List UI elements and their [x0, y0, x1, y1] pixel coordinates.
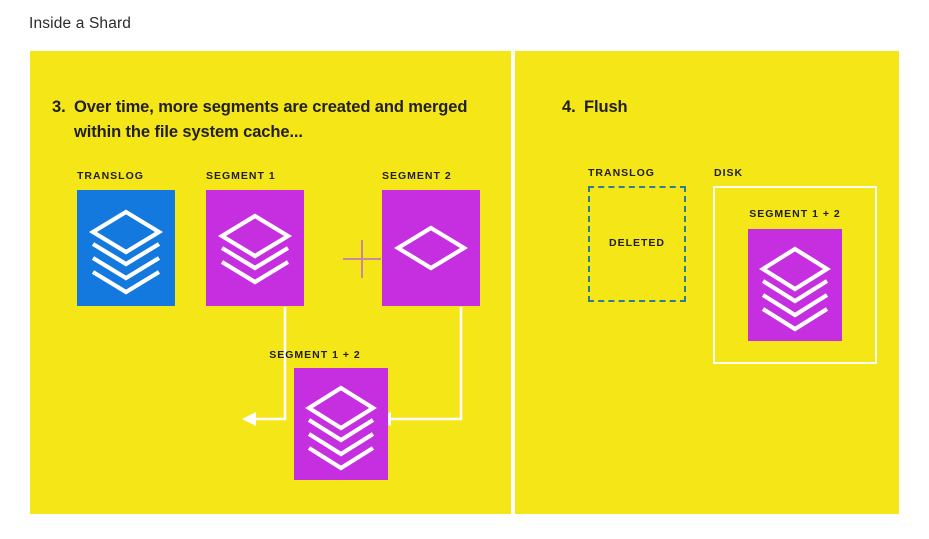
tile-translog	[77, 190, 175, 306]
page-title: Inside a Shard	[29, 15, 132, 32]
panel-step-3: 3. Over time, more segments are created …	[30, 51, 511, 514]
stacked-layers-4-icon	[305, 385, 377, 471]
step-3-text: Over time, more segments are created and…	[74, 98, 468, 141]
stacked-layers-4-icon	[759, 246, 831, 332]
disk-container-box: SEGMENT 1 + 2	[713, 186, 877, 364]
translog-deleted-box	[588, 186, 686, 302]
label-disk-segment-merged: SEGMENT 1 + 2	[749, 208, 841, 220]
plus-vertical-bar	[361, 240, 363, 278]
diagram-figure: 3. Over time, more segments are created …	[30, 51, 899, 514]
tile-segment-2	[382, 190, 480, 306]
label-segment-1: SEGMENT 1	[206, 170, 276, 182]
connector-segment2-path	[383, 307, 463, 421]
label-translog-deleted: TRANSLOG	[588, 167, 655, 179]
arrowhead-left-branch	[242, 412, 256, 426]
deleted-status-text: DELETED	[608, 237, 665, 249]
label-disk: DISK	[714, 167, 744, 179]
stacked-layers-3-icon	[217, 213, 293, 285]
stacked-layers-4-icon	[88, 209, 164, 295]
step-3-heading: 3. Over time, more segments are created …	[52, 95, 482, 145]
single-diamond-icon	[393, 225, 469, 271]
step-3-number: 3.	[52, 98, 66, 116]
plus-operator-icon	[343, 240, 381, 278]
tile-segment-1	[206, 190, 304, 306]
label-segment-merged: SEGMENT 1 + 2	[269, 349, 361, 361]
panel-step-4: 4. Flush TRANSLOG DELETED DISK SEGMENT 1…	[515, 51, 899, 514]
step-4-text: Flush	[584, 98, 628, 116]
tile-disk-segment-merged	[748, 229, 842, 341]
label-translog: TRANSLOG	[77, 170, 144, 182]
panel-divider	[511, 51, 515, 514]
connector-segment1-path	[248, 307, 287, 421]
step-4-heading: 4. Flush	[562, 95, 862, 120]
label-segment-2: SEGMENT 2	[382, 170, 452, 182]
tile-segment-merged	[294, 368, 388, 480]
step-4-number: 4.	[562, 98, 576, 116]
